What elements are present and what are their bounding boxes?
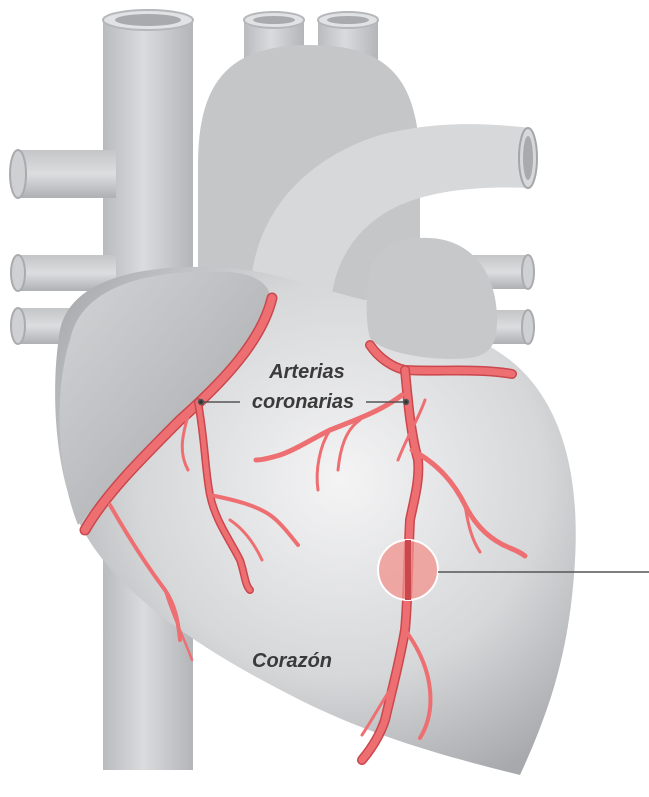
label-arteries-line2: coronarias [252,391,354,413]
label-arteries-line1: Arterias [268,361,345,383]
leader-dot-left [199,400,204,405]
artery-blockage-magnifier [378,540,438,600]
leader-dot-right [404,400,409,405]
label-heart: Corazón [252,650,332,672]
